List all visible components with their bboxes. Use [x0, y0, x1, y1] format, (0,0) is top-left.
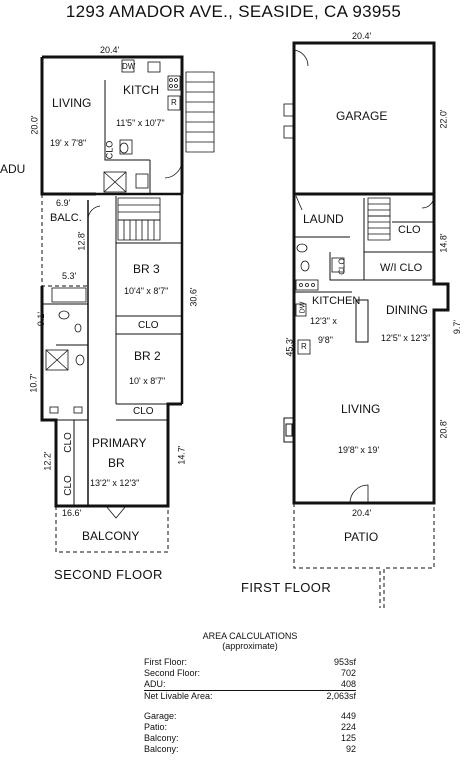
room-br3: BR 3	[133, 262, 160, 276]
room-living-second: LIVING	[52, 96, 92, 110]
room-kitchen-first-size-a: 12'3" x	[310, 316, 337, 326]
closet-first-small: CLO	[337, 258, 347, 275]
room-br3-size: 10'4" x 8'7"	[124, 286, 169, 296]
room-kitchen-first: KITCHEN	[312, 295, 361, 307]
room-primary: PRIMARY	[92, 436, 147, 450]
second-floor-walls	[40, 55, 215, 553]
area-row: Balcony:92	[144, 744, 356, 754]
dim-adu-balcony-width: 6.9'	[56, 198, 71, 208]
dim-adu-balcony-width2: 5.3'	[62, 271, 77, 281]
first-floor-walls	[283, 41, 450, 608]
area-subtitle: (approximate)	[222, 641, 278, 651]
room-br2-size: 10' x 8'7"	[129, 376, 166, 386]
dim-bath2: 10.7'	[28, 373, 39, 393]
room-patio: PATIO	[344, 530, 379, 544]
room-balcony: BALCONY	[82, 529, 140, 543]
room-kitchen-second: KITCH	[123, 83, 159, 97]
room-dining: DINING	[386, 303, 428, 317]
area-row: Garage:449	[144, 711, 356, 721]
room-living-first-size: 19'8" x 19'	[338, 445, 380, 455]
dim-bath: 9.1'	[36, 311, 47, 327]
fixture-dw-second: DW	[122, 62, 136, 71]
fixture-r-second: R	[171, 98, 177, 107]
closet-primary-a: CLO	[62, 432, 74, 453]
closet-kitchen-second: CLO	[104, 140, 115, 160]
room-br2: BR 2	[134, 349, 161, 363]
area-title: AREA CALCULATIONS	[202, 631, 298, 641]
room-kitchen-first-size-b: 9'8"	[318, 335, 333, 345]
dim-primary-left: 12.2'	[42, 451, 53, 471]
label-second-floor: SECOND FLOOR	[54, 567, 163, 582]
room-living-first: LIVING	[341, 402, 381, 416]
adu-label: ADU	[0, 162, 26, 176]
closet-br2: CLO	[133, 406, 154, 417]
dim-garage-right: 22.0'	[438, 109, 449, 129]
room-adu-balcony: BALC.	[50, 212, 82, 224]
dim-primary-right: 14.7'	[176, 445, 187, 465]
area-row: ADU:408	[144, 679, 356, 691]
closet-primary-b: CLO	[62, 475, 74, 496]
room-primary-br: BR	[108, 456, 125, 470]
dim-second-bottom: 16.6'	[62, 508, 82, 518]
room-living-second-size: 19' x 7'8"	[50, 138, 87, 148]
room-dining-size: 12'5" x 12'3"	[381, 333, 431, 343]
dim-first-bottom: 20.4'	[352, 508, 372, 518]
room-laund: LAUND	[303, 212, 344, 226]
fixture-dw-first: DW	[299, 301, 307, 314]
dim-dining-right: 9.7'	[452, 319, 463, 335]
closet-br3: CLO	[138, 320, 159, 331]
dim-second-top: 20.4'	[100, 45, 120, 55]
dim-first-left: 45.3'	[284, 337, 295, 357]
dim-first-top: 20.4'	[352, 31, 372, 41]
dim-second-left: 20.0'	[29, 115, 40, 135]
area-row: Patio:224	[144, 722, 356, 732]
fixture-r-first: R	[301, 342, 307, 351]
second-floor-fixtures	[45, 59, 181, 414]
dim-adu-balcony-height: 12.8'	[76, 231, 87, 251]
dim-living-right: 20.8'	[438, 419, 449, 439]
room-wi-clo: W/I CLO	[380, 262, 423, 274]
area-calculations: AREA CALCULATIONS (approximate) First Fl…	[144, 631, 356, 755]
area-row: Second Floor:702	[144, 668, 356, 678]
area-row: First Floor:953sf	[144, 657, 356, 667]
label-first-floor: FIRST FLOOR	[241, 580, 332, 595]
room-garage: GARAGE	[336, 109, 388, 123]
area-row: Balcony:125	[144, 733, 356, 743]
room-primary-size: 13'2" x 12'3"	[90, 478, 140, 488]
property-address: 1293 AMADOR AVE., SEASIDE, CA 93955	[65, 2, 402, 21]
first-floor-fixtures	[283, 103, 345, 355]
dim-laund-right: 14.8'	[438, 233, 449, 253]
area-row-total: Net Livable Area:2,063sf	[144, 691, 356, 701]
dim-second-right: 30.6'	[188, 287, 199, 307]
closet-first: CLO	[398, 224, 421, 236]
room-kitchen-second-size: 11'5" x 10'7"	[116, 118, 165, 128]
